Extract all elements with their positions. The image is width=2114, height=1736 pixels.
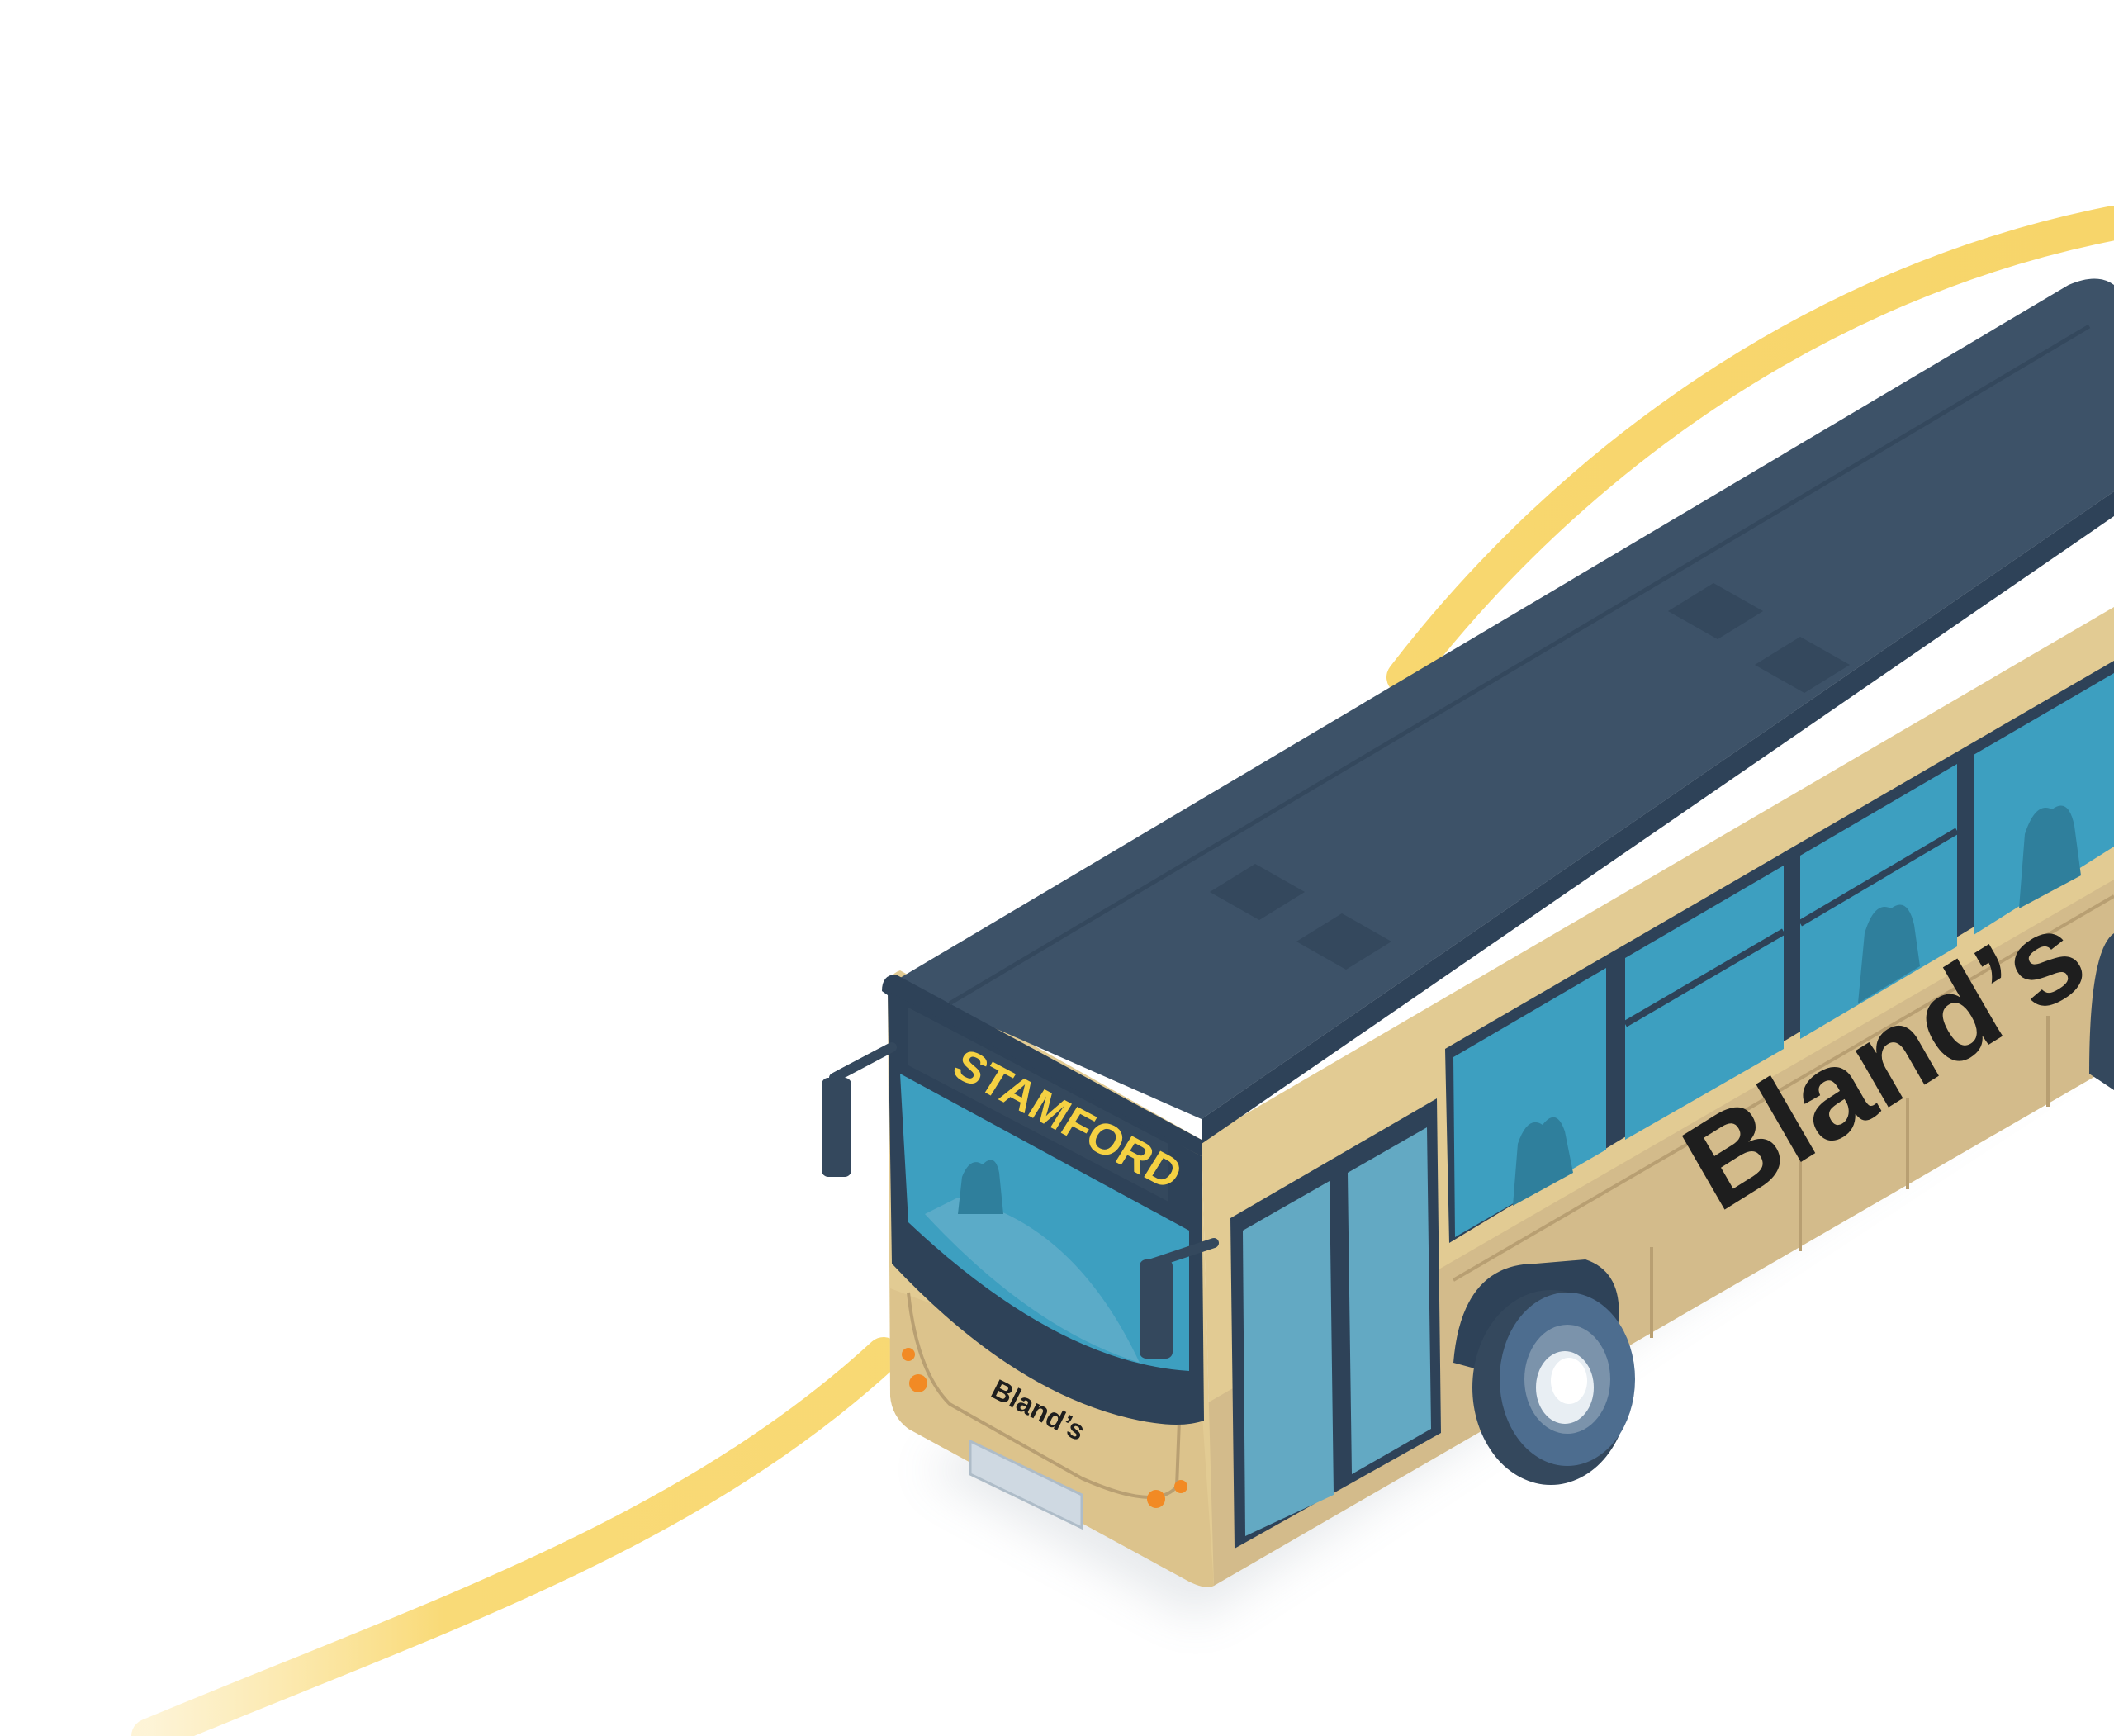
bus-door-panel-left	[1243, 1181, 1334, 1536]
bus-roof	[892, 278, 2114, 1119]
bus-roof-front-lip	[882, 975, 1202, 1156]
destination-sign-panel	[908, 1008, 1168, 1202]
route-path-icon	[131, 206, 2114, 1736]
indicator-lights	[902, 1348, 1187, 1508]
bus-icon: STAMFORD Bland’s	[822, 278, 2114, 1587]
right-mirror	[1140, 1238, 1219, 1359]
bus-roof-edge	[1202, 491, 2114, 1144]
bus-windshield-glare	[925, 1198, 1140, 1363]
license-plate	[969, 1439, 1083, 1530]
left-mirror	[822, 1042, 897, 1177]
front-wheel	[1453, 1259, 1635, 1485]
rear-wheel-arch	[2089, 933, 2114, 1090]
window-transom-bars	[1623, 828, 1960, 1027]
passenger-silhouettes	[1513, 805, 2081, 1206]
bus-windshield	[900, 1074, 1189, 1371]
bus-front-lower-shade	[890, 1288, 1214, 1587]
bus-door-panel-right	[1348, 1127, 1431, 1474]
driver-silhouette	[958, 1160, 1003, 1214]
roof-vents	[1210, 583, 1850, 970]
bus-roof-ridge	[948, 324, 2091, 1006]
bus-skirt-lines	[1452, 894, 2114, 1338]
